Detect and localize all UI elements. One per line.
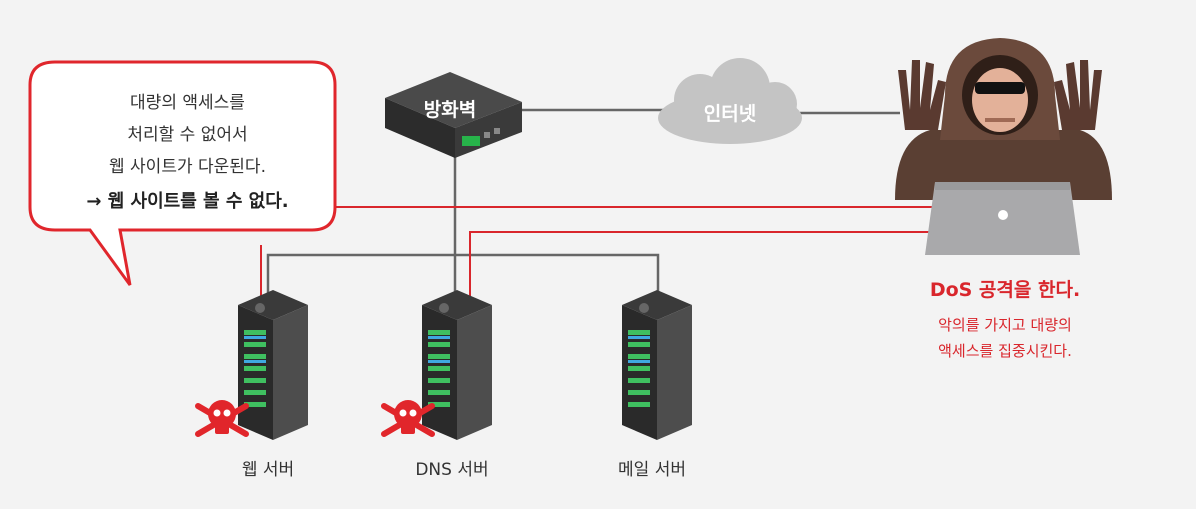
cloud-icon: [658, 58, 802, 144]
server-icon-web: [238, 290, 308, 440]
attacker-desc-line-2: 액세스를 집중시킨다.: [938, 342, 1072, 360]
hacker-icon: [895, 38, 1112, 200]
network-lines: [266, 108, 900, 300]
internet-label: 인터넷: [703, 103, 757, 125]
firewall-icon: [385, 72, 522, 158]
server-icon-dns: [422, 290, 492, 440]
server-icon-mail: [622, 290, 692, 440]
attacker-title: DoS 공격을 한다.: [929, 279, 1081, 301]
bubble-result: → 웹 사이트를 볼 수 없다.: [86, 191, 289, 212]
server-label-mail: 메일 서버: [618, 460, 686, 480]
skull-crossbones-icon-dns: [381, 400, 435, 437]
bubble-line-1: 대량의 액세스를: [130, 93, 245, 113]
laptop-icon: [925, 182, 1080, 255]
attack-lines: [260, 206, 935, 300]
server-label-web: 웹 서버: [241, 460, 295, 480]
server-label-dns: DNS 서버: [415, 460, 489, 480]
bubble-line-3: 웹 사이트가 다운된다.: [109, 157, 266, 177]
attacker-desc-line-1: 악의를 가지고 대량의: [938, 316, 1072, 334]
firewall-label: 방화벽: [423, 99, 477, 121]
speech-bubble: [28, 60, 337, 286]
bubble-line-2: 처리할 수 없어서: [127, 125, 248, 145]
skull-crossbones-icon-web: [195, 400, 249, 437]
